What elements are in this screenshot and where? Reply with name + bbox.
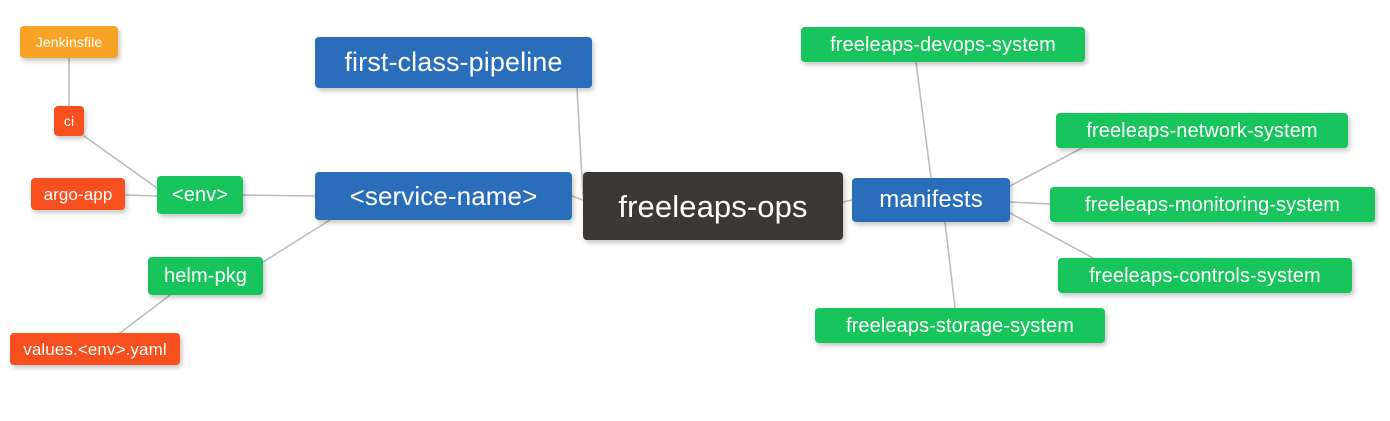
mindmap-node-freeleaps-devops-system[interactable]: freeleaps-devops-system	[801, 27, 1085, 62]
mindmap-node-env[interactable]: <env>	[157, 176, 243, 214]
edge-service-name-to-helm-pkg	[262, 219, 331, 263]
mindmap-node-label: ci	[63, 113, 75, 129]
mindmap-node-label: freeleaps-ops	[618, 188, 808, 224]
mindmap-node-helm-pkg[interactable]: helm-pkg	[148, 257, 263, 295]
mindmap-node-freeleaps-monitoring-system[interactable]: freeleaps-monitoring-system	[1050, 187, 1375, 222]
edge-freeleaps-ops-to-manifests	[842, 199, 853, 203]
mindmap-node-label: freeleaps-monitoring-system	[1084, 193, 1340, 216]
mindmap-node-label: argo-app	[43, 184, 113, 204]
edge-env-to-argo-app	[124, 194, 158, 197]
edge-manifests-to-freeleaps-network-system	[1009, 147, 1083, 187]
mindmap-node-label: freeleaps-network-system	[1086, 119, 1318, 142]
mindmap-node-freeleaps-ops[interactable]: freeleaps-ops	[583, 172, 843, 240]
mindmap-node-label: freeleaps-storage-system	[845, 314, 1075, 337]
mindmap-node-label: Jenkinsfile	[35, 34, 103, 50]
mindmap-node-label: freeleaps-controls-system	[1089, 264, 1321, 287]
edge-manifests-to-freeleaps-devops-system	[915, 61, 932, 179]
mindmap-node-label: <env>	[171, 184, 229, 206]
mindmap-node-freeleaps-controls-system[interactable]: freeleaps-controls-system	[1058, 258, 1352, 293]
edge-service-name-to-env	[242, 194, 316, 197]
mindmap-node-argo-app[interactable]: argo-app	[31, 178, 125, 210]
edge-manifests-to-freeleaps-monitoring-system	[1009, 201, 1051, 205]
mindmap-node-label: freeleaps-devops-system	[830, 33, 1056, 56]
mindmap-node-label: first-class-pipeline	[344, 47, 563, 77]
edge-manifests-to-freeleaps-storage-system	[944, 221, 956, 309]
mindmap-node-label: values.<env>.yaml	[23, 339, 167, 359]
mindmap-node-manifests[interactable]: manifests	[852, 178, 1010, 222]
mindmap-node-label: manifests	[879, 186, 983, 213]
mindmap-node-label: <service-name>	[349, 181, 538, 211]
mindmap-node-first-class-pipeline[interactable]: first-class-pipeline	[315, 37, 592, 88]
mindmap-node-label: helm-pkg	[163, 265, 248, 287]
mindmap-node-ci[interactable]: ci	[54, 106, 84, 136]
mindmap-node-freeleaps-storage-system[interactable]: freeleaps-storage-system	[815, 308, 1105, 343]
mindmap-node-jenkinsfile[interactable]: Jenkinsfile	[20, 26, 118, 58]
edge-helm-pkg-to-values-env-yaml	[119, 294, 171, 334]
mindmap-node-service-name[interactable]: <service-name>	[315, 172, 572, 220]
mindmap-node-freeleaps-network-system[interactable]: freeleaps-network-system	[1056, 113, 1348, 148]
mindmap-node-values-env-yaml[interactable]: values.<env>.yaml	[10, 333, 180, 365]
edge-freeleaps-ops-to-service-name	[571, 195, 584, 201]
